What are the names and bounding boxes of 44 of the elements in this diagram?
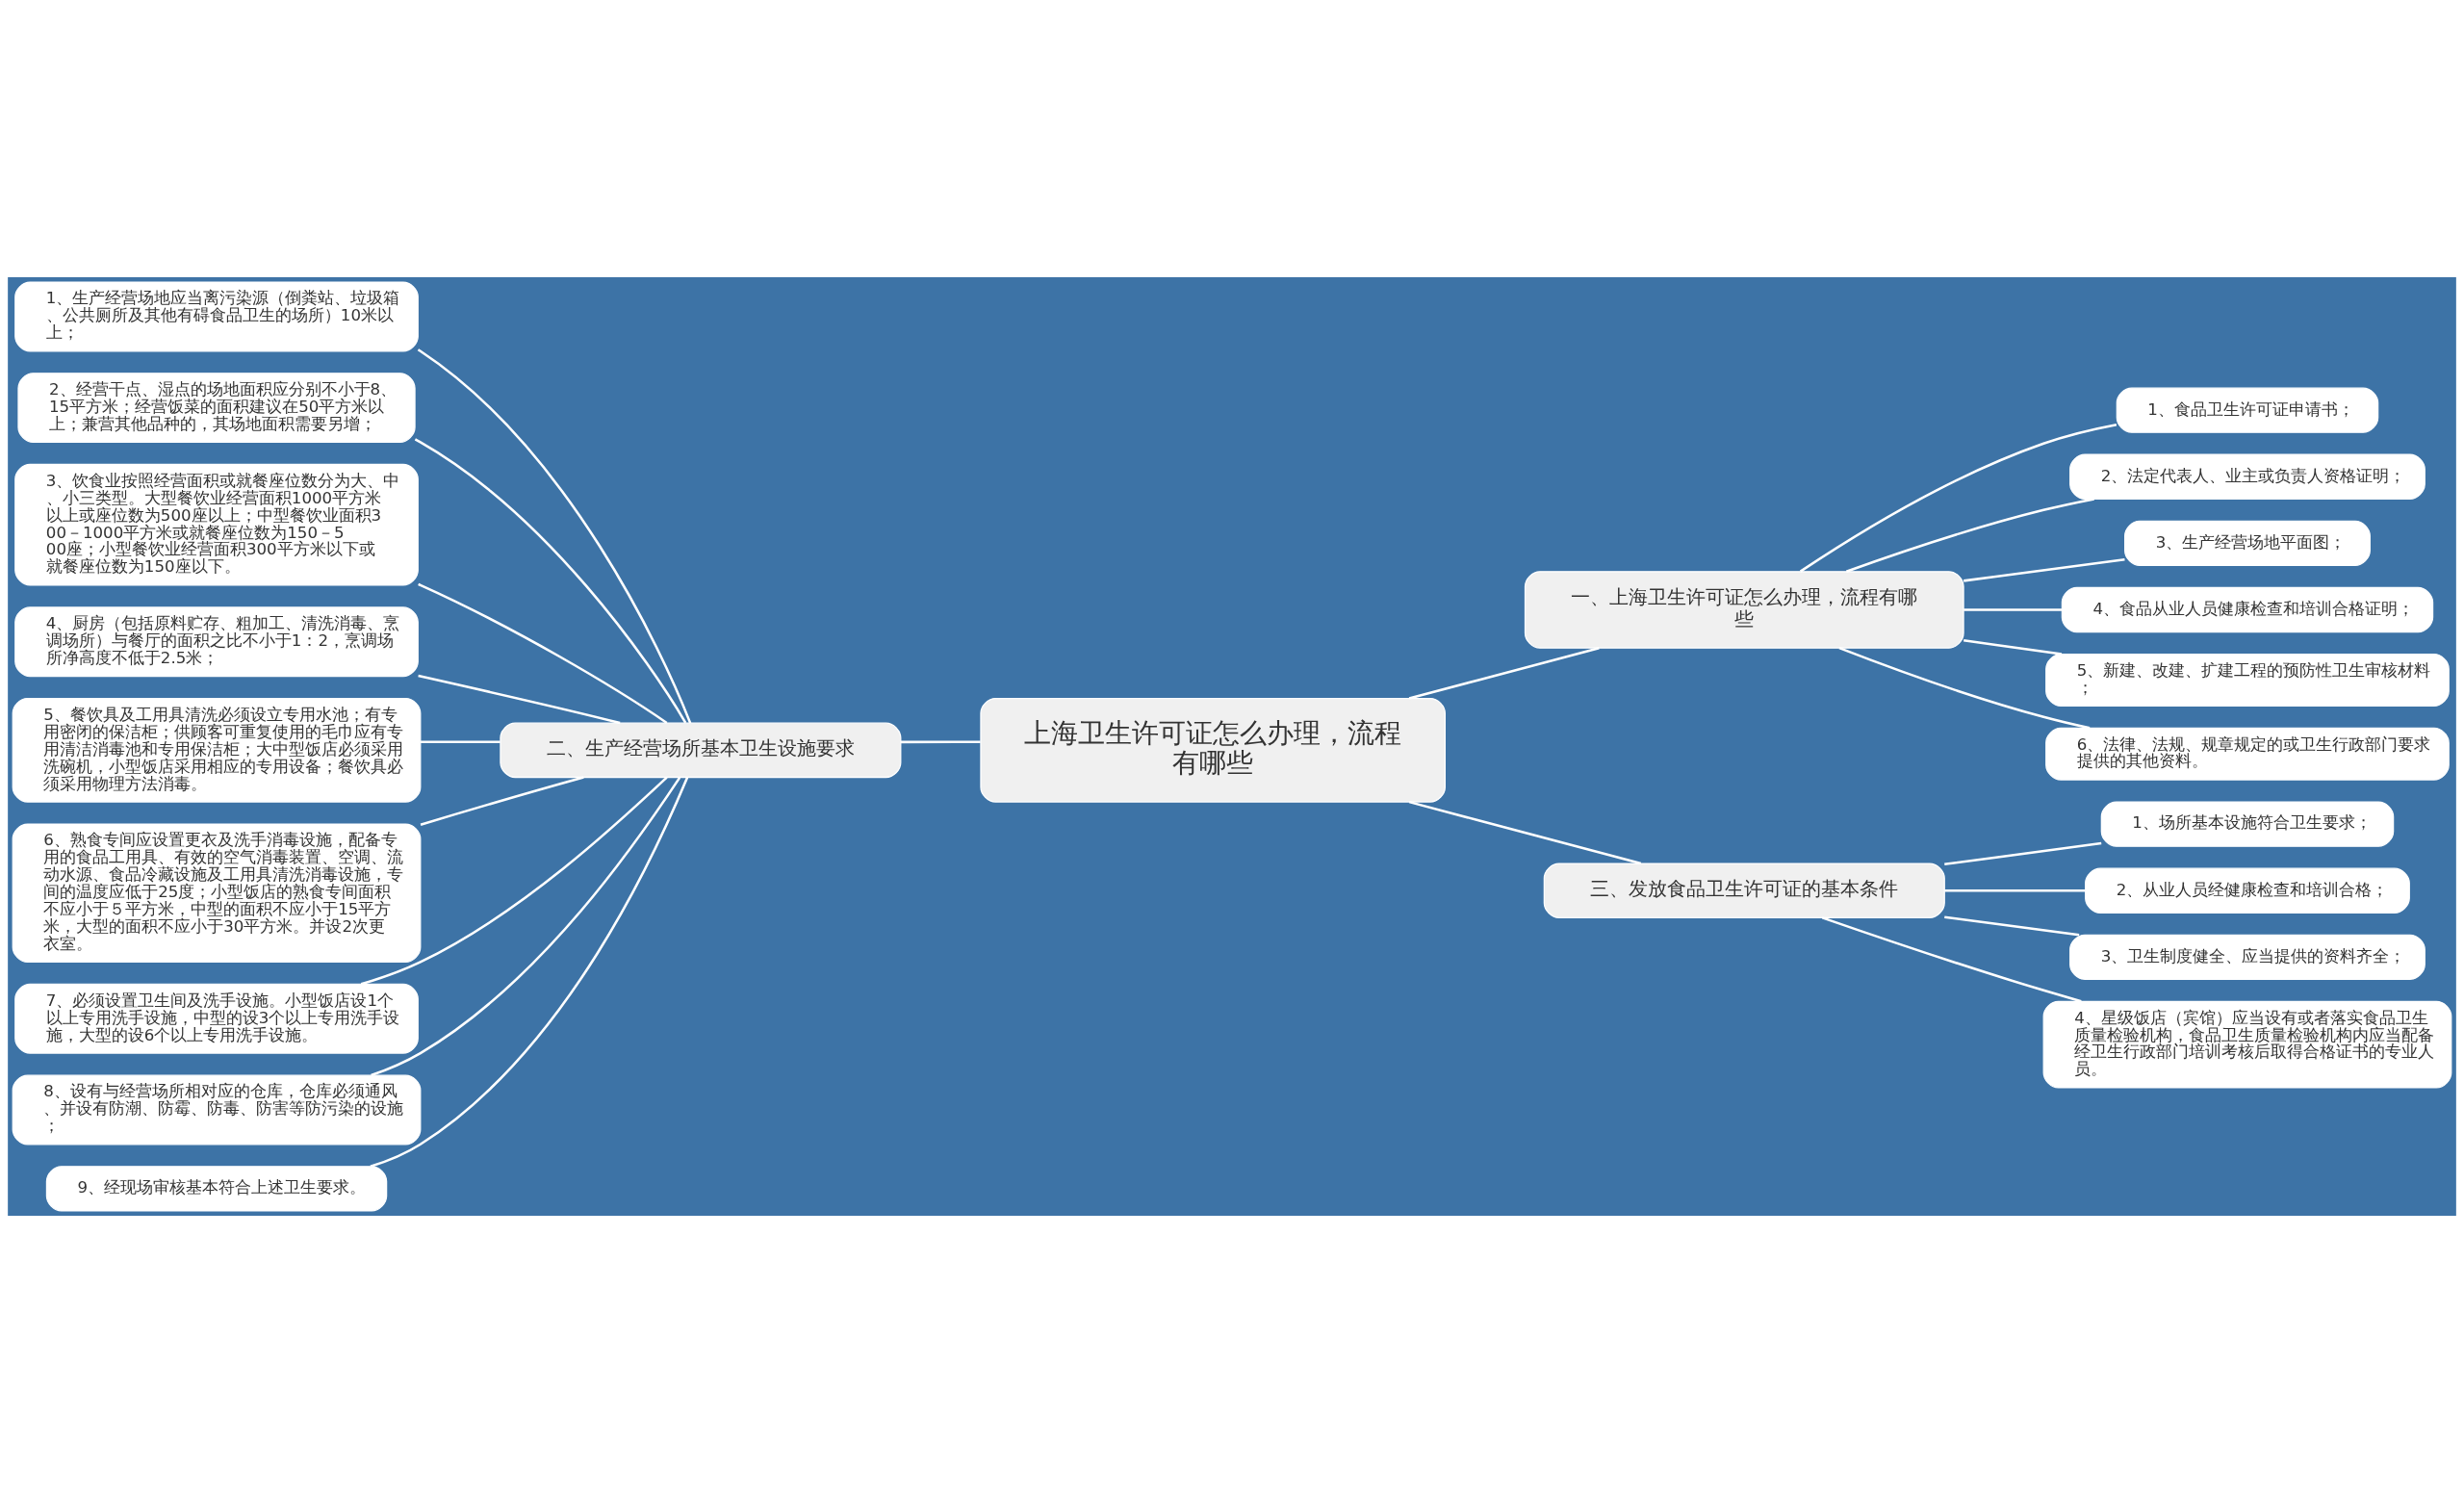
node-box: 4、食品从业人员健康检查和培训合格证明；	[2061, 586, 2434, 633]
connector	[418, 674, 621, 725]
connector	[1408, 646, 1600, 700]
node-box: 一、上海卫生许可证怎么办理，流程有哪些	[1524, 571, 1964, 649]
connector	[414, 438, 687, 724]
connector	[420, 776, 584, 826]
node-box: 1、场所基本设施符合卫生要求；	[2100, 801, 2395, 847]
connector	[1408, 800, 1642, 865]
node-box: 5、餐饮具及工用具清洗必须设立专用水池；有专用密闭的保洁柜；供顾客可重复使用的毛巾应有专用清洁消毒池和专用保洁柜；大中型饭店必须采用洗碗机，小型饭店采用相应的专用设备；餐饮具必须采用物理方法消毒。	[12, 697, 422, 803]
connector	[1799, 423, 2118, 573]
node-box: 3、生产经营场地平面图；	[2124, 520, 2371, 567]
node-box: 7、必须设置卫生间及洗手设施。小型饭店设1个以上专用洗手设施，中型的设3个以上专用洗手设施，大型的设6个以上专用洗手设施。	[14, 983, 419, 1054]
node-box: 8、设有与经营场所相对应的仓库，仓库必须通风、并设有防潮、防霉、防毒、防害等防污染的设施；	[12, 1074, 422, 1145]
node-box: 4、星级饭店（宾馆）应当设有或者落实食品卫生质量检验机构，食品卫生质量检验机构内应当配备经卫生行政部门培训考核后取得合格证书的专业人员。	[2042, 1000, 2452, 1089]
connector	[1964, 608, 2063, 611]
connector	[1964, 557, 2125, 582]
node-box: 2、从业人员经健康检查和培训合格；	[2085, 867, 2410, 914]
node-box: 2、法定代表人、业主或负责人资格证明；	[2069, 453, 2426, 500]
node-box: 1、生产经营场地应当离污染源（倒粪站、垃圾箱、公共厕所及其他有碍食品卫生的场所）10米以上；	[14, 281, 419, 352]
node-box: 6、熟食专间应设置更衣及洗手消毒设施，配备专用的食品工用具、有效的空气消毒装置、空调、流动水源、食品冷藏设施及工用具清洗消毒设施，专间的温度应低于25度；小型饭店的熟食专间面积不应小于５平方米，中型的面积不应小于15平方米，大型的面积不应小于30平方米。并设2次更衣室。	[12, 823, 422, 964]
node-box: 3、饮食业按照经营面积或就餐座位数分为大、中、小三类型。大型餐饮业经营面积1000平方米以上或座位数为500座以上；中型餐饮业面积300－1000平方米或就餐座位数为150－500座；小型餐饮业经营面积300平方米以下或就餐座位数为150座以下。	[14, 463, 419, 586]
connector	[370, 777, 689, 1168]
connector	[1838, 646, 2091, 730]
node-box: 3、卫生制度健全、应当提供的资料齐全；	[2069, 934, 2426, 980]
node-box: 9、经现场审核基本符合上述卫生要求。	[45, 1166, 388, 1212]
connector	[360, 776, 668, 986]
node-box: 1、食品卫生许可证申请书；	[2116, 387, 2379, 433]
connector	[1821, 916, 2082, 1003]
connector	[418, 582, 668, 724]
node-box: 6、法律、法规、规章规定的或卫生行政部门要求提供的其他资料。	[2045, 727, 2450, 781]
connector	[1964, 639, 2063, 656]
connector	[417, 348, 692, 724]
connector	[421, 740, 500, 744]
node-box: 4、厨房（包括原料贮存、粗加工、清洗消毒、烹调场所）与餐厅的面积之比不小于1：2，烹调场所净高度不低于2.5米；	[14, 606, 419, 678]
connector	[1845, 498, 2094, 573]
connector	[1944, 841, 2102, 865]
node-box: 二、生产经营场所基本卫生设施要求	[500, 722, 902, 779]
node-box: 上海卫生许可证怎么办理，流程有哪些	[980, 697, 1446, 803]
connector	[900, 740, 981, 744]
node-box: 2、经营干点、湿点的场地面积应分别不小于8、15平方米；经营饭菜的面积建议在50平方米以上；兼营其他品种的，其场地面积需要另增；	[17, 373, 416, 444]
connector	[1944, 915, 2080, 937]
node-box: 5、新建、改建、扩建工程的预防性卫生审核材料；	[2045, 653, 2450, 707]
connector	[1944, 888, 2086, 892]
node-box: 三、发放食品卫生许可证的基本条件	[1543, 862, 1945, 918]
